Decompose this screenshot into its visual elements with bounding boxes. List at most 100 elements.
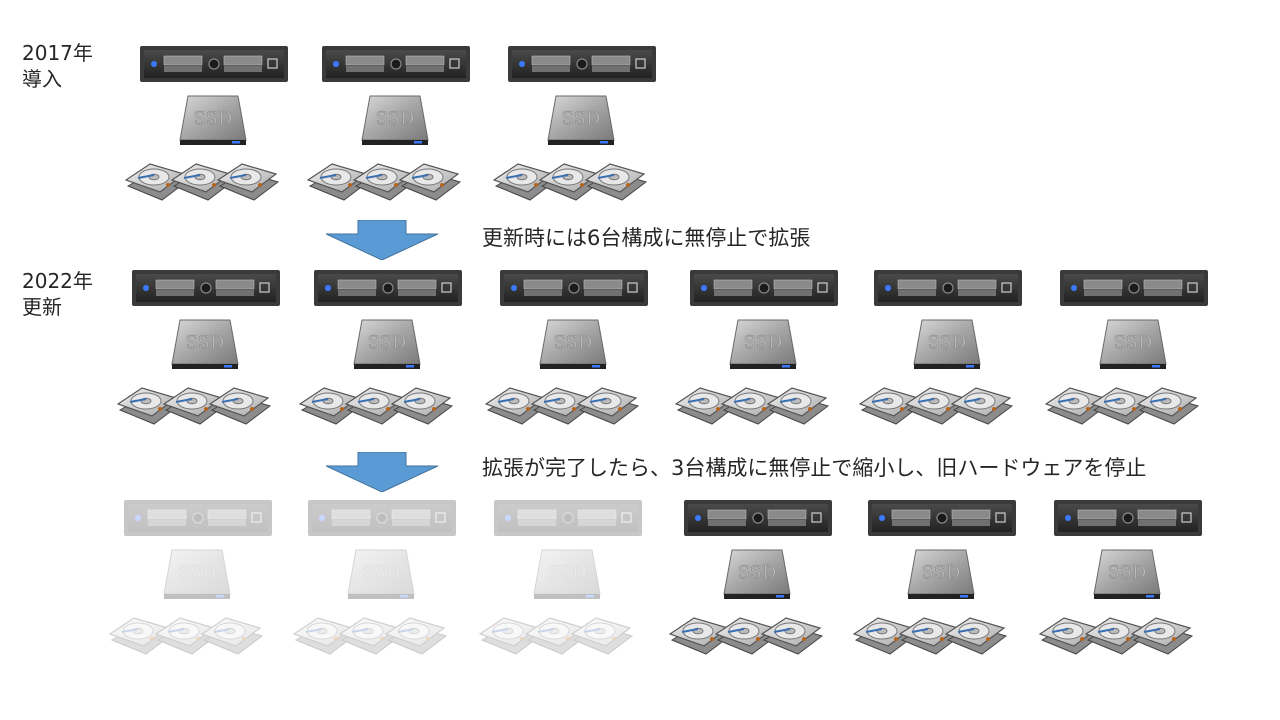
server-icon bbox=[124, 500, 272, 536]
svg-text:SSD: SSD bbox=[362, 562, 401, 583]
storage-node: SSD bbox=[472, 498, 662, 666]
hdd-icon bbox=[170, 163, 234, 201]
server-icon bbox=[690, 270, 838, 306]
storage-node: SSD bbox=[478, 268, 668, 436]
storage-node: SSD bbox=[668, 268, 858, 436]
hdd-icon bbox=[484, 387, 548, 425]
svg-text:SSD: SSD bbox=[928, 332, 967, 353]
stage-label-2017: 2017年 導入 bbox=[22, 41, 93, 91]
server-icon bbox=[1060, 270, 1208, 306]
hdd-icon bbox=[674, 387, 738, 425]
hdd-icon bbox=[352, 163, 416, 201]
server-icon bbox=[500, 270, 648, 306]
storage-node: SSD bbox=[852, 268, 1042, 436]
hdd-icon bbox=[1136, 387, 1200, 425]
storage-node: SSD bbox=[846, 498, 1036, 666]
ssd-icon: SSD bbox=[353, 319, 421, 369]
storage-node: SSD bbox=[300, 44, 490, 212]
hdd-icon bbox=[384, 617, 448, 655]
transition-caption-shrink: 拡張が完了したら、3台構成に無停止で縮小し、旧ハードウェアを停止 bbox=[482, 456, 1147, 480]
server-icon bbox=[1054, 500, 1202, 536]
server-icon bbox=[308, 500, 456, 536]
hdd-icon bbox=[1090, 387, 1154, 425]
svg-text:SSD: SSD bbox=[1108, 562, 1147, 583]
hdd-icon bbox=[524, 617, 588, 655]
storage-node: SSD bbox=[662, 498, 852, 666]
hdd-icon bbox=[216, 163, 280, 201]
hdd-icon bbox=[1084, 617, 1148, 655]
hdd-icon bbox=[944, 617, 1008, 655]
hdd-icon bbox=[570, 617, 634, 655]
hdd-icon bbox=[1130, 617, 1194, 655]
hdd-icon bbox=[538, 163, 602, 201]
storage-node: SSD bbox=[118, 44, 308, 212]
server-icon bbox=[322, 46, 470, 82]
server-icon bbox=[132, 270, 280, 306]
svg-text:SSD: SSD bbox=[548, 562, 587, 583]
stage-label-2022: 2022年 更新 bbox=[22, 269, 93, 319]
svg-text:SSD: SSD bbox=[178, 562, 217, 583]
svg-text:SSD: SSD bbox=[562, 108, 601, 129]
hdd-icon bbox=[1038, 617, 1102, 655]
storage-node: SSD bbox=[1038, 268, 1228, 436]
ssd-icon: SSD bbox=[1099, 319, 1167, 369]
ssd-icon: SSD bbox=[163, 549, 231, 599]
hdd-icon bbox=[950, 387, 1014, 425]
hdd-icon bbox=[344, 387, 408, 425]
svg-text:SSD: SSD bbox=[1114, 332, 1153, 353]
hdd-icon bbox=[108, 617, 172, 655]
ssd-icon: SSD bbox=[347, 549, 415, 599]
server-icon bbox=[868, 500, 1016, 536]
storage-node: SSD bbox=[286, 498, 476, 666]
hdd-icon bbox=[898, 617, 962, 655]
ssd-icon: SSD bbox=[539, 319, 607, 369]
server-icon bbox=[684, 500, 832, 536]
transition-caption-expand: 更新時には6台構成に無停止で拡張 bbox=[482, 226, 811, 250]
svg-text:SSD: SSD bbox=[922, 562, 961, 583]
hdd-icon bbox=[584, 163, 648, 201]
svg-text:SSD: SSD bbox=[744, 332, 783, 353]
ssd-icon: SSD bbox=[547, 95, 615, 145]
hdd-icon bbox=[760, 617, 824, 655]
svg-text:SSD: SSD bbox=[368, 332, 407, 353]
hdd-icon bbox=[298, 387, 362, 425]
hdd-icon bbox=[766, 387, 830, 425]
down-arrow-1 bbox=[326, 220, 438, 260]
server-icon bbox=[494, 500, 642, 536]
ssd-icon: SSD bbox=[729, 319, 797, 369]
ssd-icon: SSD bbox=[913, 319, 981, 369]
storage-node: SSD bbox=[102, 498, 292, 666]
storage-node: SSD bbox=[1032, 498, 1222, 666]
hdd-icon bbox=[576, 387, 640, 425]
svg-text:SSD: SSD bbox=[554, 332, 593, 353]
storage-node: SSD bbox=[292, 268, 482, 436]
svg-text:SSD: SSD bbox=[738, 562, 777, 583]
server-icon bbox=[874, 270, 1022, 306]
server-icon bbox=[140, 46, 288, 82]
ssd-icon: SSD bbox=[723, 549, 791, 599]
hdd-icon bbox=[852, 617, 916, 655]
hdd-icon bbox=[292, 617, 356, 655]
hdd-icon bbox=[858, 387, 922, 425]
server-icon bbox=[314, 270, 462, 306]
ssd-icon: SSD bbox=[361, 95, 429, 145]
hdd-icon bbox=[478, 617, 542, 655]
hdd-icon bbox=[306, 163, 370, 201]
svg-text:SSD: SSD bbox=[194, 108, 233, 129]
ssd-icon: SSD bbox=[533, 549, 601, 599]
hdd-icon bbox=[200, 617, 264, 655]
storage-node: SSD bbox=[486, 44, 676, 212]
svg-text:SSD: SSD bbox=[186, 332, 225, 353]
ssd-icon: SSD bbox=[907, 549, 975, 599]
server-icon bbox=[508, 46, 656, 82]
ssd-icon: SSD bbox=[179, 95, 247, 145]
down-arrow-2 bbox=[326, 452, 438, 492]
ssd-icon: SSD bbox=[171, 319, 239, 369]
hdd-icon bbox=[390, 387, 454, 425]
ssd-icon: SSD bbox=[1093, 549, 1161, 599]
hdd-icon bbox=[208, 387, 272, 425]
hdd-icon bbox=[116, 387, 180, 425]
hdd-icon bbox=[398, 163, 462, 201]
svg-text:SSD: SSD bbox=[376, 108, 415, 129]
storage-node: SSD bbox=[110, 268, 300, 436]
